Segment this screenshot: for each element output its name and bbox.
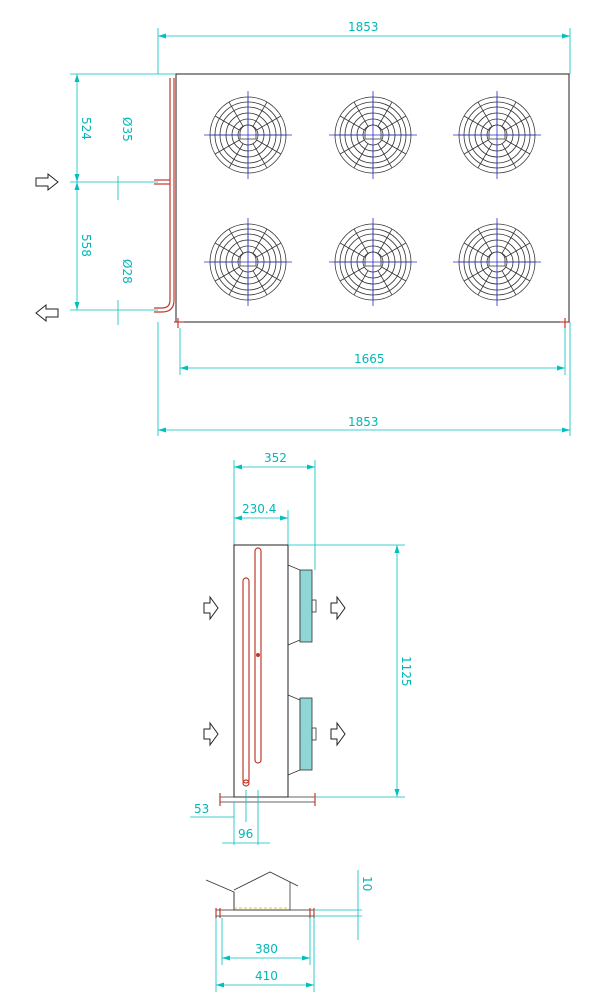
- top-view: 1853: [35, 20, 571, 436]
- top-overall-width-label: 1853: [348, 20, 379, 34]
- inlet-offset-label: 524: [79, 117, 93, 140]
- fan-guard-icon: [453, 91, 541, 179]
- foot-plate: [215, 909, 315, 917]
- fan-guard-icon: [204, 91, 292, 179]
- side-height-dimension: 1125: [288, 544, 413, 798]
- side-base-rail: [219, 793, 316, 806]
- side-depth-overall-label: 352: [264, 451, 287, 465]
- foot-spacing-dimension: 1665: [179, 328, 566, 375]
- side-depth-body-dimension: 230.4: [234, 502, 289, 545]
- header-pipes: [154, 78, 175, 313]
- fan-guard-icon: [329, 218, 417, 306]
- fan-guard-icon: [204, 218, 292, 306]
- foot-outer-width-dimension: 410: [215, 918, 315, 992]
- foot-marks: [174, 318, 570, 328]
- side-fan-housing-top: [287, 564, 317, 646]
- foot-view: 10 380 410: [205, 870, 374, 992]
- side-height-label: 1125: [399, 656, 413, 687]
- outlet-diameter-label: Ø28: [120, 259, 134, 284]
- unit-body-top: [175, 73, 570, 323]
- side-bottom-dimensions: 53 96: [190, 790, 270, 845]
- top-overall-dimension: 1853: [157, 20, 571, 74]
- foot-outer-width-label: 410: [255, 969, 278, 983]
- foot-inner-width-label: 380: [255, 942, 278, 956]
- inlet-diameter-label: Ø35: [120, 117, 134, 142]
- side-depth-overall-dimension: 352: [233, 451, 316, 570]
- side-fan-housing-bottom: [287, 694, 317, 776]
- airflow-out-lower-arrow-icon: [330, 721, 346, 747]
- foot-thickness-dimension: 10: [314, 870, 374, 940]
- foot-roof-outline: [205, 871, 299, 911]
- airflow-out-upper-arrow-icon: [330, 595, 346, 621]
- bottom-overall-dimension: 1853: [157, 322, 571, 436]
- side-pipes: [242, 547, 262, 787]
- fan-grid: [204, 91, 541, 306]
- airflow-in-upper-arrow-icon: [203, 595, 219, 621]
- pipe-offset-label: 53: [194, 802, 209, 816]
- fan-guard-icon: [329, 91, 417, 179]
- side-depth-body-label: 230.4: [242, 502, 276, 516]
- bottom-overall-width-label: 1853: [348, 415, 379, 429]
- pipe-spacing-label: 96: [238, 827, 253, 841]
- foot-thickness-label: 10: [360, 876, 374, 891]
- fan-guard-icon: [453, 218, 541, 306]
- inlet-arrow-icon: [35, 172, 59, 192]
- foot-inner-width-dimension: 380: [221, 918, 311, 965]
- outlet-offset-label: 558: [79, 234, 93, 257]
- left-dimensions: 524 558 Ø35 Ø28: [70, 73, 176, 325]
- foot-spacing-label: 1665: [354, 352, 385, 366]
- side-view: 352 230.4: [190, 451, 413, 845]
- airflow-in-lower-arrow-icon: [203, 721, 219, 747]
- outlet-arrow-icon: [35, 303, 59, 323]
